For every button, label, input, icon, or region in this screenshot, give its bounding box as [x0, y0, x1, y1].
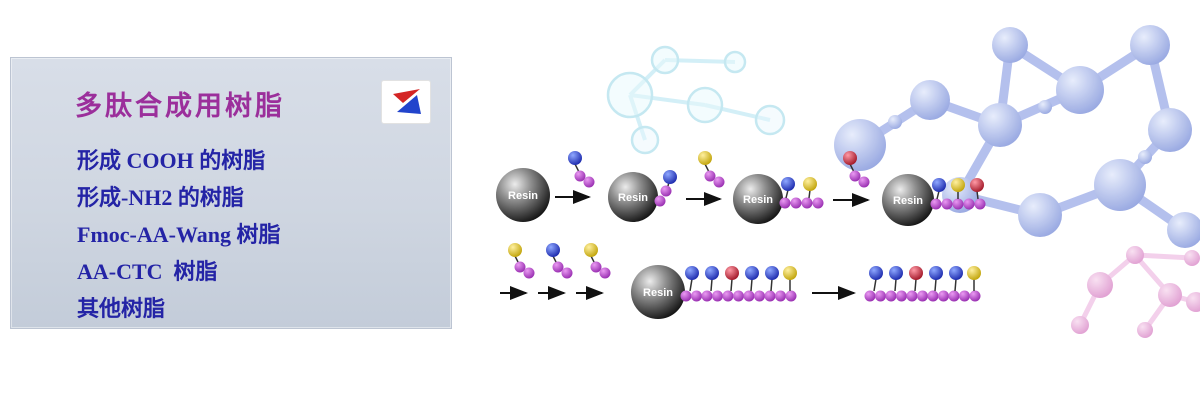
panel-title: 多肽合成用树脂 [75, 91, 285, 121]
synthesis-row-bottom: Resin [500, 243, 981, 319]
resin-label: Resin [643, 287, 673, 299]
amino-acid-unit-yellow [584, 243, 611, 279]
category-item-other-resin[interactable]: 其他树脂 [77, 296, 166, 321]
background-molecule-blue [834, 25, 1200, 248]
brand-logo-icon [381, 80, 431, 124]
category-list: 形成 COOH 的树脂 形成-NH2 的树脂 Fmoc-AA-Wang 树脂 A… [11, 142, 451, 327]
category-item-cooh-resin[interactable]: 形成 COOH 的树脂 [77, 148, 266, 173]
category-item-aa-ctc-resin[interactable]: AA-CTC 树脂 [77, 259, 218, 284]
category-item-nh2-resin[interactable]: 形成-NH2 的树脂 [77, 185, 244, 210]
panel-header: 多肽合成用树脂 [11, 58, 451, 124]
bead-chain [779, 177, 824, 209]
synthesis-row-top: Resin Resin [496, 151, 986, 226]
bead-chain [864, 266, 981, 302]
bead-chain [654, 170, 677, 207]
resin-label: Resin [743, 194, 773, 206]
amino-acid-unit-blue [568, 151, 595, 188]
resin-label: Resin [618, 192, 648, 204]
resin-label: Resin [893, 195, 923, 207]
resin-sphere: Resin [496, 168, 550, 222]
amino-acid-unit-red [843, 151, 870, 188]
resin-sphere: Resin [631, 265, 685, 319]
amino-acid-unit-yellow [698, 151, 725, 188]
background-molecule-pink [1071, 246, 1200, 338]
peptide-synthesis-illustration: Resin Resin [496, 25, 1200, 338]
bead-chain [930, 178, 986, 210]
background-molecule-cyan [606, 45, 786, 155]
category-item-fmoc-aa-wang-resin[interactable]: Fmoc-AA-Wang 树脂 [77, 222, 281, 247]
bead-chain [680, 266, 797, 302]
resin-label: Resin [508, 190, 538, 202]
category-panel: 多肽合成用树脂 形成 COOH 的树脂 形成-NH2 的树脂 Fmoc-AA-W… [10, 57, 452, 329]
resin-sphere: Resin [882, 174, 934, 226]
resin-sphere: Resin [608, 172, 658, 222]
brand-logo-glyph [393, 89, 421, 114]
amino-acid-unit-blue [546, 243, 573, 279]
resin-sphere: Resin [733, 174, 783, 224]
amino-acid-unit-yellow [508, 243, 535, 279]
